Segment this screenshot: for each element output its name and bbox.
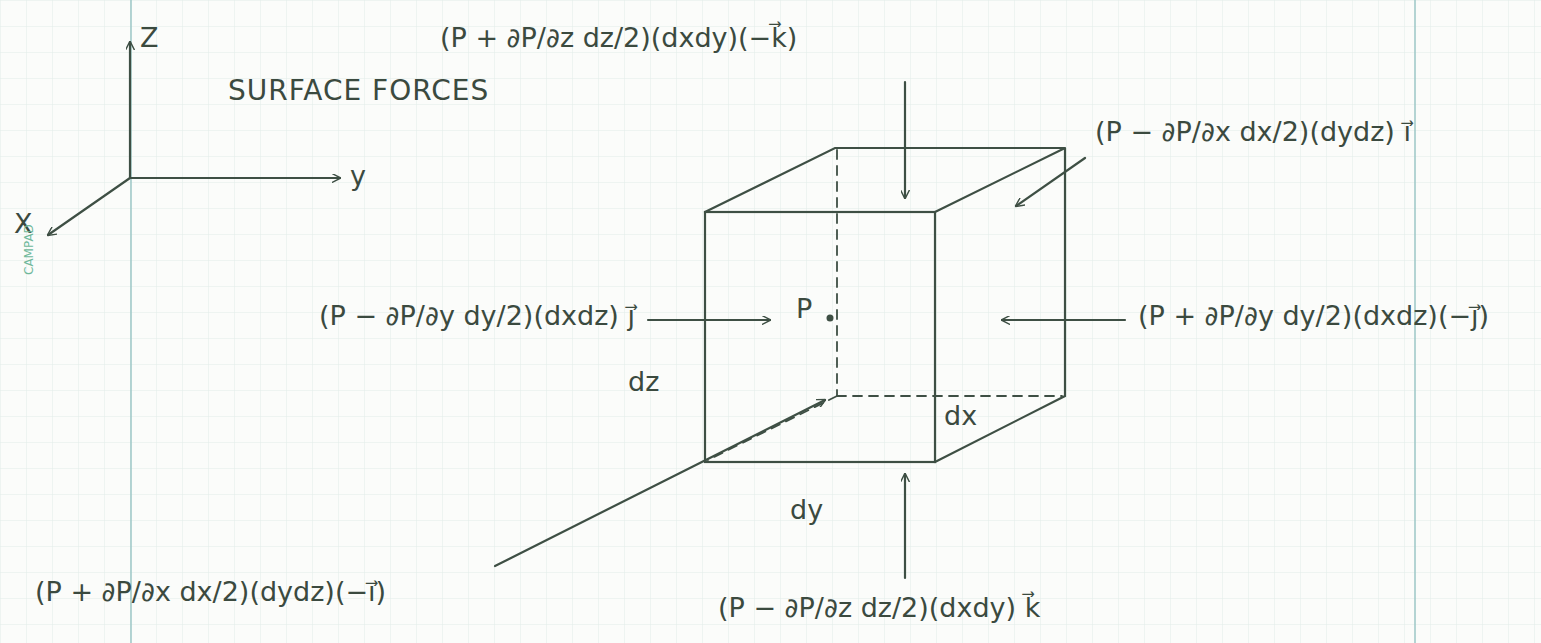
- force-arrow: [904, 82, 906, 198]
- force-expression: (P + ∂P/∂x dx/2)(dydz)(−i⃗): [35, 576, 386, 608]
- axis-label: Z: [140, 22, 159, 54]
- force-expression: (P − ∂P/∂y dy/2)(dxdz) j⃗: [319, 300, 635, 332]
- y-axis: [130, 177, 340, 179]
- force-arrow: [495, 400, 825, 566]
- margin-line: [130, 0, 132, 643]
- force-expression: (P + ∂P/∂y dy/2)(dxdz)(−j⃗): [1138, 300, 1489, 332]
- point-label: P: [796, 293, 812, 325]
- cube-hidden-edge: [837, 395, 1062, 397]
- watermark: CAMPAD: [22, 224, 36, 275]
- force-arrow: [648, 319, 770, 321]
- force-arrow: [904, 474, 906, 578]
- cube-hidden-edge: [708, 396, 837, 460]
- z-axis: [129, 42, 131, 178]
- force-arrow: [1016, 158, 1085, 206]
- cube-front-face: [705, 212, 935, 462]
- force-expression: (P + ∂P/∂z dz/2)(dxdy)(−k⃗): [440, 22, 797, 54]
- cube-hidden-edge: [836, 150, 838, 396]
- center-point: [827, 315, 834, 322]
- dimension-label: dx: [944, 400, 977, 432]
- force-expression: (P − ∂P/∂x dx/2)(dydz) i⃗: [1095, 116, 1411, 148]
- force-arrow: [1002, 319, 1125, 321]
- x-axis: [48, 178, 130, 235]
- dimension-label: dy: [790, 494, 823, 526]
- cube-top-edges: [705, 148, 1065, 212]
- force-expression: (P − ∂P/∂z dz/2)(dxdy) k⃗: [718, 592, 1040, 624]
- cube-right-edges: [935, 148, 1065, 462]
- dimension-label: dz: [628, 366, 659, 398]
- axis-label: y: [350, 160, 366, 192]
- diagram-title: SURFACE FORCES: [228, 74, 489, 108]
